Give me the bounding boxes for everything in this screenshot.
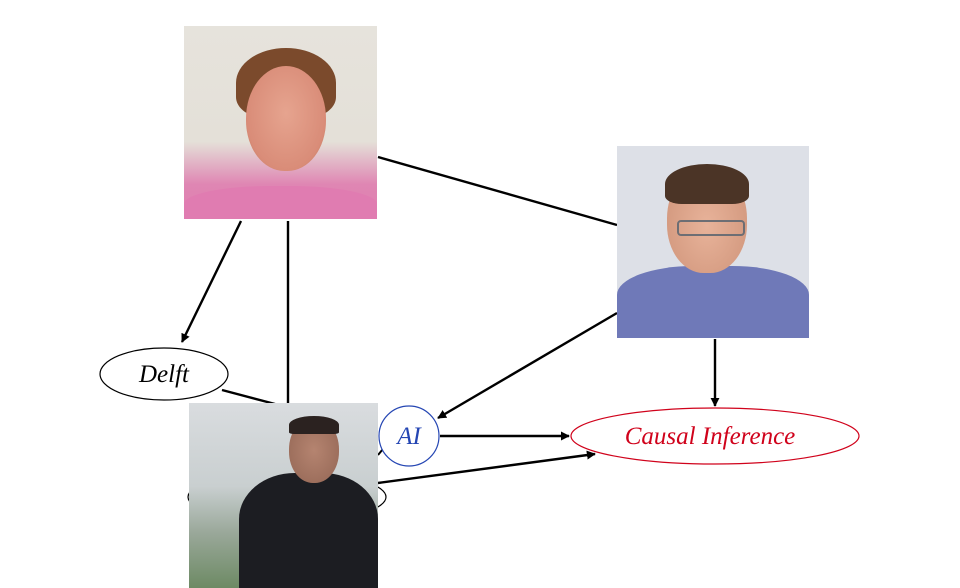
photo-jacket — [239, 473, 378, 588]
edge-delft-to-man-outdoor — [221, 388, 276, 406]
photo-shirt — [617, 266, 809, 338]
node-causal-inference[interactable]: Causal Inference — [570, 407, 860, 465]
photo-portrait-icon[interactable] — [189, 403, 378, 588]
node-ai[interactable]: AI — [378, 405, 440, 467]
photo-portrait-icon[interactable] — [617, 146, 809, 338]
edge-man-glasses-to-ai — [437, 311, 618, 420]
photo-face — [246, 66, 326, 171]
photo-hair — [289, 416, 339, 434]
node-causal-inference-label: Causal Inference — [625, 423, 796, 450]
photo-shirt — [184, 186, 377, 219]
glasses-icon — [677, 220, 745, 236]
photo-portrait-icon[interactable] — [184, 26, 377, 219]
edge-hidden-to-causal — [377, 450, 596, 485]
node-ai-label: AI — [395, 423, 422, 450]
node-delft[interactable]: Delft — [99, 347, 229, 401]
edge-woman-to-delft — [180, 220, 243, 343]
node-delft-label: Delft — [138, 361, 190, 388]
edge-woman-to-man-glasses — [377, 155, 618, 227]
photo-hair — [665, 164, 749, 204]
